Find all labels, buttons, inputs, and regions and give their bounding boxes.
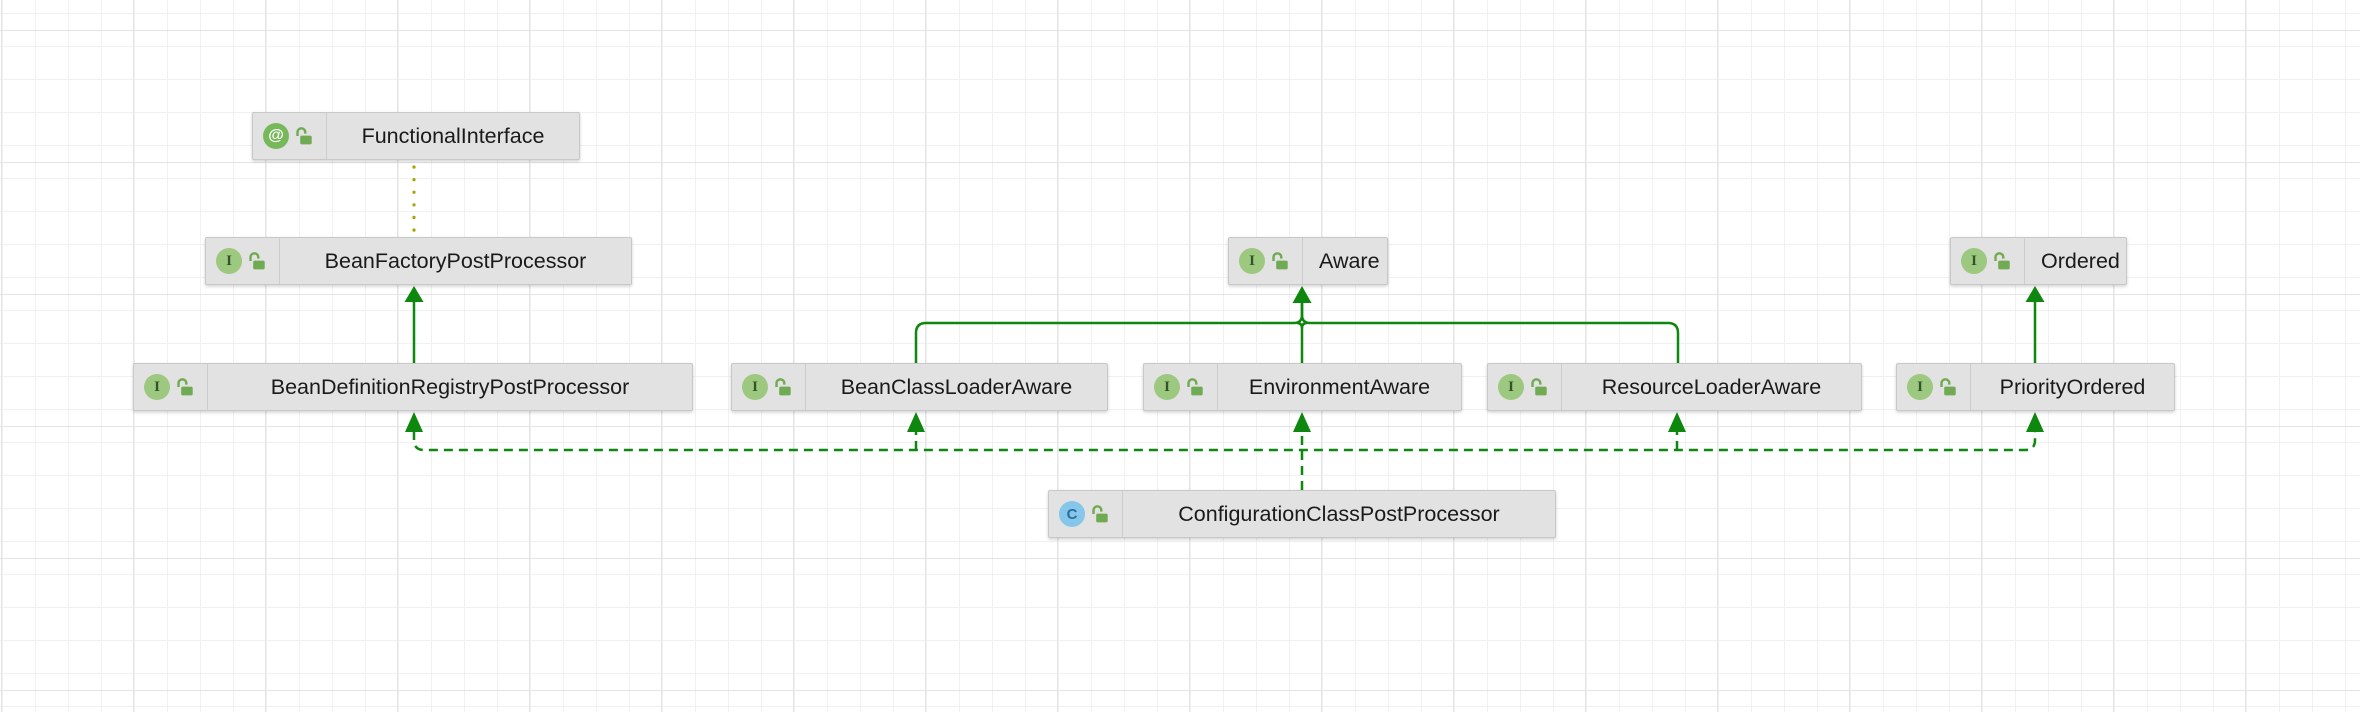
node-configuration-class-post-processor[interactable]: C ConfigurationClassPostProcessor: [1048, 490, 1556, 538]
node-divider: [326, 113, 327, 159]
node-label: EnvironmentAware: [1248, 374, 1431, 399]
node-label: BeanDefinitionRegistryPostProcessor: [270, 374, 630, 399]
node-label: Aware: [1319, 248, 1380, 273]
node-divider: [1561, 364, 1562, 410]
interface-icon: I: [1961, 248, 1987, 274]
node-divider: [1217, 364, 1218, 410]
interface-icon: I: [1239, 248, 1265, 274]
interface-icon: I: [1154, 374, 1180, 400]
node-aware[interactable]: I Aware: [1228, 237, 1388, 285]
node-functional-interface[interactable]: @ FunctionalInterface: [252, 112, 580, 160]
node-divider: [2024, 238, 2025, 284]
public-lock-icon: [1529, 377, 1550, 398]
node-environment-aware[interactable]: I EnvironmentAware: [1143, 363, 1462, 411]
edge-extends-beanfactorypostprocessor[interactable]: [404, 286, 424, 363]
node-label: BeanFactoryPostProcessor: [324, 248, 587, 273]
annotation-icon: @: [263, 123, 289, 149]
public-lock-icon: [1992, 251, 2013, 272]
edge-implements-bus[interactable]: [405, 412, 2044, 490]
node-bean-class-loader-aware[interactable]: I BeanClassLoaderAware: [731, 363, 1108, 411]
interface-icon: I: [742, 374, 768, 400]
public-lock-icon: [773, 377, 794, 398]
edge-extends-ordered[interactable]: [2025, 286, 2045, 363]
node-ordered[interactable]: I Ordered: [1950, 237, 2127, 285]
public-lock-icon: [1938, 377, 1959, 398]
node-divider: [1970, 364, 1971, 410]
node-label: ConfigurationClassPostProcessor: [1178, 501, 1500, 526]
node-label: Ordered: [2041, 248, 2120, 273]
public-lock-icon: [294, 126, 315, 147]
interface-icon: I: [1498, 374, 1524, 400]
public-lock-icon: [175, 377, 196, 398]
interface-icon: I: [216, 248, 242, 274]
node-bean-definition-registry-post-processor[interactable]: I BeanDefinitionRegistryPostProcessor: [133, 363, 693, 411]
node-priority-ordered[interactable]: I PriorityOrdered: [1896, 363, 2175, 411]
node-resource-loader-aware[interactable]: I ResourceLoaderAware: [1487, 363, 1862, 411]
edge-extends-aware[interactable]: [914, 286, 1680, 363]
node-divider: [207, 364, 208, 410]
node-bean-factory-post-processor[interactable]: I BeanFactoryPostProcessor: [205, 237, 632, 285]
public-lock-icon: [1185, 377, 1206, 398]
class-icon: C: [1059, 501, 1085, 527]
node-divider: [1122, 491, 1123, 537]
node-divider: [279, 238, 280, 284]
public-lock-icon: [1090, 504, 1111, 525]
interface-icon: I: [144, 374, 170, 400]
interface-icon: I: [1907, 374, 1933, 400]
node-label: ResourceLoaderAware: [1601, 374, 1822, 399]
public-lock-icon: [1270, 251, 1291, 272]
node-divider: [1302, 238, 1303, 284]
node-divider: [805, 364, 806, 410]
node-label: BeanClassLoaderAware: [840, 374, 1073, 399]
node-label: PriorityOrdered: [1999, 374, 2146, 399]
public-lock-icon: [247, 251, 268, 272]
node-label: FunctionalInterface: [361, 123, 545, 148]
